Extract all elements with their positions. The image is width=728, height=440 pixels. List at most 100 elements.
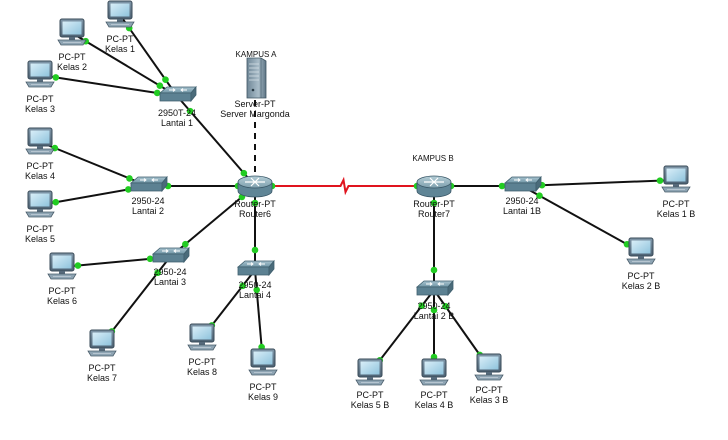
label-sw_l1-line2: Lantai 1 [160,118,194,128]
label-sw_l4-line1: 2950-24 [238,280,272,290]
label-pc_k1-line1: PC-PT [106,34,134,44]
port-light-sw_l1 [156,82,164,90]
port-light-sw_l2b [442,303,449,310]
serial-link-r6-to-r7[interactable] [255,176,434,196]
label-pc_k8-line1: PC-PT [188,357,216,367]
label-pc_k9-line1: PC-PT [249,382,277,392]
label-sw_l1-line1: 2950T-24 [157,108,197,118]
label-pc_k5-line2: Kelas 5 [24,234,56,244]
port-light-r7 [430,199,438,207]
pc-pc_k5b-icon[interactable] [355,358,385,386]
label-sw_l1b-line2: Lantai 1B [502,206,542,216]
pc-pc_k1b-icon[interactable] [661,165,691,193]
pc-pc_k7-icon[interactable] [87,329,117,357]
pc-pc_k2-icon[interactable] [57,18,87,46]
label-sw_l1b-line1: 2950-24 [505,196,539,206]
label-pc_k2b-line2: Kelas 2 B [621,281,661,291]
label-server-line1: Server-PT [234,99,276,109]
label-pc_k1b-line2: Kelas 1 B [656,209,696,219]
label-pc_k8-line2: Kelas 8 [186,367,218,377]
pc-pc_k8-icon[interactable] [187,323,217,351]
label-server-line2: Server Margonda [220,109,290,119]
port-light-sw_l3 [154,269,161,277]
link-sw_l1b-to-pc_k1b[interactable] [521,179,677,187]
switch-sw_l1b-icon[interactable] [503,175,542,193]
label-pc_k9-line2: Kelas 9 [247,392,279,402]
switch-sw_l3-icon[interactable] [151,246,190,264]
label-r7-line2: Router7 [417,209,451,219]
devices-layer [25,0,691,386]
port-light-sw_l2 [126,175,133,182]
router-r7-icon[interactable] [416,175,452,198]
label-pc_k3b-line2: Kelas 3 B [469,395,509,405]
switch-sw_l2-icon[interactable] [129,175,168,193]
label-pc_k6-line2: Kelas 6 [46,296,78,306]
port-light-sw_l1b [536,192,543,200]
label-pc_k2b-line1: PC-PT [627,271,655,281]
label-pc_k4-line1: PC-PT [26,161,54,171]
server-server-icon[interactable] [246,57,267,99]
pc-pc_k1-icon[interactable] [105,0,135,28]
port-light-sw_l3 [182,240,189,248]
pc-pc_k2b-icon[interactable] [626,237,656,265]
label-pc_k2-line1: PC-PT [58,52,86,62]
pc-pc_k9-icon[interactable] [248,348,278,376]
port-light-sw_l2b [430,266,438,274]
pc-pc_k4-icon[interactable] [25,127,55,155]
campus-b-title: KAMPUS B [412,154,454,163]
label-sw_l3-line2: Lantai 3 [153,277,187,287]
pc-pc_k4b-icon[interactable] [419,358,449,386]
label-pc_k3-line2: Kelas 3 [24,104,56,114]
port-light-sw_l2b [430,306,438,314]
pc-pc_k3-icon[interactable] [25,60,55,88]
label-sw_l3-line1: 2950-24 [153,267,187,277]
label-pc_k6-line1: PC-PT [48,286,76,296]
port-light-r6 [240,169,248,177]
router-r6-icon[interactable] [237,175,273,198]
label-pc_k7-line2: Kelas 7 [86,373,118,383]
label-sw_l2-line1: 2950-24 [131,196,165,206]
label-pc_k3-line1: PC-PT [26,94,54,104]
switch-sw_l4-icon[interactable] [236,259,275,277]
links-layer [39,14,677,374]
port-light-r6 [251,199,259,207]
port-light-pc_k5 [52,198,60,206]
port-light-sw_l1 [153,89,161,97]
pc-pc_k5-icon[interactable] [25,190,55,218]
campus-a-title: KAMPUS A [235,50,277,59]
port-light-sw_l1 [162,76,169,83]
pc-pc_k6-icon[interactable] [47,252,77,280]
label-sw_l2b-line2: Lantai 2 B [413,311,455,321]
label-sw_l4-line2: Lantai 4 [238,290,272,300]
label-pc_k1-line2: Kelas 1 [104,44,136,54]
label-pc_k4b-line1: PC-PT [420,390,448,400]
label-r7-line1: Router-PT [413,199,455,209]
label-r6-line2: Router6 [238,209,272,219]
port-light-sw_l4 [251,246,259,254]
switch-sw_l2b-icon[interactable] [415,279,454,297]
pc-pc_k3b-icon[interactable] [474,353,504,381]
switch-sw_l1-icon[interactable] [158,85,197,103]
label-pc_k1b-line1: PC-PT [662,199,690,209]
label-pc_k4b-line2: Kelas 4 B [414,400,454,410]
port-light-sw_l2 [125,186,132,193]
label-pc_k5-line1: PC-PT [26,224,54,234]
